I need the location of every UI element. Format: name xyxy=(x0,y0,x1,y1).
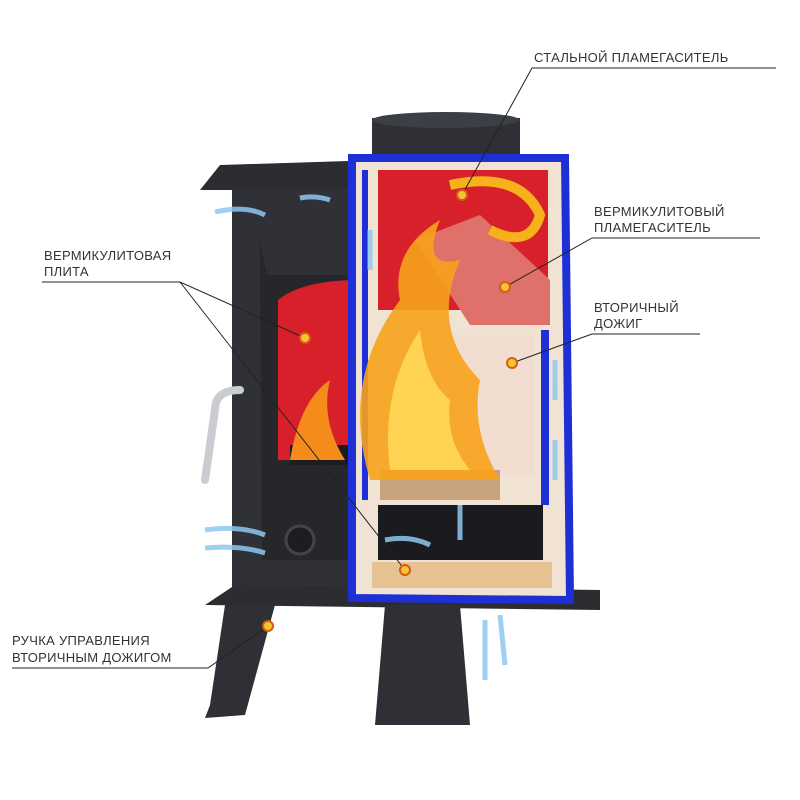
label-control-handle-line1: РУЧКА УПРАВЛЕНИЯ xyxy=(12,633,150,648)
vermiculite-plate xyxy=(372,562,552,588)
air-flow-arrows xyxy=(204,194,558,680)
label-vermiculite-baffle-line1: ВЕРМИКУЛИТОВЫЙ xyxy=(594,204,725,219)
label-secondary-burn-line1: ВТОРИЧНЫЙ xyxy=(594,300,679,315)
label-secondary-burn-line2: ДОЖИГ xyxy=(594,316,643,331)
label-vermiculite-plate-line2: ПЛИТА xyxy=(44,264,89,279)
leader-lines xyxy=(12,67,776,669)
label-vermiculite-baffle-line2: ПЛАМЕГАСИТЕЛЬ xyxy=(594,220,711,235)
vermiculite-baffle xyxy=(415,215,550,325)
marker-dots xyxy=(262,189,518,632)
door-handle xyxy=(201,386,244,484)
label-control-handle-line2: ВТОРИЧНЫМ ДОЖИГОМ xyxy=(12,650,172,665)
door-window xyxy=(278,280,350,460)
label-steel-baffle: СТАЛЬНОЙ ПЛАМЕГАСИТЕЛЬ xyxy=(534,50,729,65)
label-vermiculite-plate-line1: ВЕРМИКУЛИТОВАЯ xyxy=(44,248,172,263)
leg-right xyxy=(375,605,470,725)
top-plate xyxy=(200,160,380,190)
